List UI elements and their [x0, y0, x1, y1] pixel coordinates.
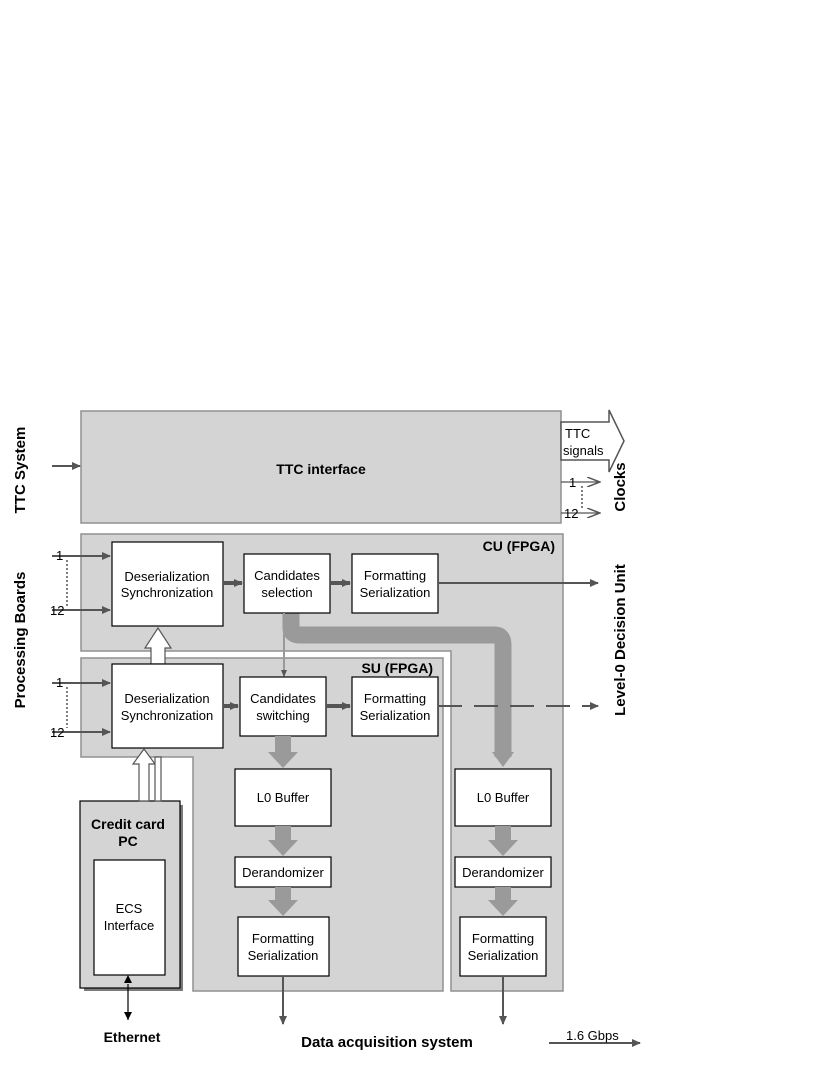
ethernet-arrow-down: [124, 1012, 132, 1020]
cu-deserialization-box: [111, 541, 224, 627]
ethernet-label: Ethernet: [104, 1029, 161, 1045]
cu-l0-buffer-box: [454, 768, 552, 827]
su-deser-line2: Synchronization: [121, 708, 214, 723]
su-out-fmt-line2: Serialization: [248, 948, 319, 963]
legend-speed-label: 1.6 Gbps: [566, 1028, 619, 1043]
cu-to-l0-arrowhead: [492, 752, 514, 767]
cu-to-l0-data-path: [282, 610, 512, 757]
cu-cand-line2: selection: [261, 585, 312, 600]
clock-label-last: 12: [564, 506, 578, 521]
ttc-interface-panel: [80, 410, 562, 524]
su-l0-buffer-label: L0 Buffer: [257, 790, 310, 805]
su-derandomizer-box: [234, 856, 332, 888]
processing-boards-label: Processing Boards: [12, 572, 29, 709]
ecs-interface-box: [93, 859, 166, 976]
cu-candidates-selection-box: [243, 553, 331, 614]
cu-fmt-line2: Serialization: [360, 585, 431, 600]
cu-fmt-line1: Formatting: [364, 568, 426, 583]
su-title: SU (FPGA): [361, 660, 433, 676]
clock-label-first: 1: [569, 475, 576, 490]
ttc-signals-line2: signals: [563, 443, 604, 458]
cu-cand-line1: Candidates: [254, 568, 320, 583]
cu-l0-buffer-label: L0 Buffer: [477, 790, 530, 805]
cu-formatting-box: [351, 553, 439, 614]
cu-out-fmt-line1: Formatting: [472, 931, 534, 946]
ecs-line1: ECS: [116, 901, 143, 916]
su-cand-line1: Candidates: [250, 691, 316, 706]
cu-to-derandomizer-arrow: [488, 826, 518, 856]
daq-label: Data acquisition system: [301, 1034, 473, 1051]
su-input-last: 12: [50, 725, 64, 740]
ttc-interface-title: TTC interface: [276, 461, 366, 477]
su-out-formatting-box: [237, 916, 330, 977]
pc-to-su-hollow-arrow: [131, 747, 157, 802]
level0-decision-unit-label: Level-0 Decision Unit: [612, 564, 629, 716]
cu-derandomizer-label: Derandomizer: [462, 865, 544, 880]
pc-to-cu-hollow-link: [154, 756, 162, 802]
su-out-fmt-line1: Formatting: [252, 931, 314, 946]
su-deserialization-box: [111, 663, 224, 749]
cu-title: CU (FPGA): [483, 538, 555, 554]
su-fmt-line2: Serialization: [360, 708, 431, 723]
su-l0-buffer-box: [234, 768, 332, 827]
cu-deser-line1: Deserialization: [124, 569, 209, 584]
su-to-out-fmt-arrow: [268, 887, 298, 916]
cu-out-formatting-box: [459, 916, 547, 977]
su-formatting-box: [351, 676, 439, 737]
cu-deser-line2: Synchronization: [121, 585, 214, 600]
su-input-first: 1: [56, 675, 63, 690]
pc-title-line1: Credit card: [91, 816, 165, 832]
ttc-system-label: TTC System: [12, 427, 29, 514]
ttc-signals-arrow: [560, 409, 625, 473]
ethernet-arrow-up: [124, 975, 132, 983]
pc-title-line2: PC: [118, 833, 137, 849]
su-to-cu-hollow-arrow: [143, 626, 173, 665]
cu-input-last: 12: [50, 603, 64, 618]
su-cand-line2: switching: [256, 708, 309, 723]
cu-fpga-panel: [80, 533, 564, 992]
su-deser-line1: Deserialization: [124, 691, 209, 706]
su-candidates-switching-box: [239, 676, 327, 737]
su-fmt-line1: Formatting: [364, 691, 426, 706]
cu-out-fmt-line2: Serialization: [468, 948, 539, 963]
cu-derandomizer-box: [454, 856, 552, 888]
su-derandomizer-label: Derandomizer: [242, 865, 324, 880]
cu-to-out-fmt-arrow: [488, 887, 518, 916]
ttc-signals-line1: TTC: [565, 426, 590, 441]
cu-input-first: 1: [56, 548, 63, 563]
su-to-derandomizer-arrow: [268, 826, 298, 856]
su-to-l0-arrow: [268, 736, 298, 768]
ecs-line2: Interface: [104, 918, 155, 933]
clocks-label: Clocks: [612, 462, 629, 511]
